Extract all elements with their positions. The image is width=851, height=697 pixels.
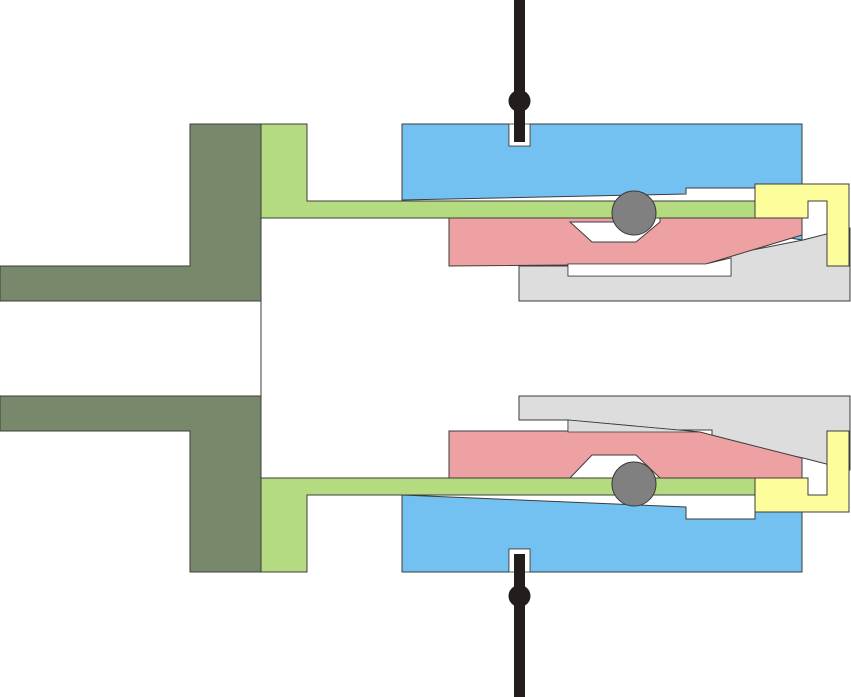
collet-lower-groove <box>567 419 701 433</box>
pin-upper <box>508 0 531 142</box>
pin-upper-knob <box>508 90 531 112</box>
collet-upper-groove <box>567 257 732 277</box>
end-cap-upper <box>754 183 850 267</box>
ball-upper <box>611 190 657 236</box>
pin-upper-shaft <box>514 0 525 142</box>
pin-lower-knob <box>508 585 531 607</box>
body-lower <box>401 494 803 573</box>
flange-part <box>0 123 262 573</box>
pin-lower <box>508 554 531 697</box>
pin-lower-shaft <box>514 554 525 697</box>
ball-lower <box>611 461 657 507</box>
end-cap-lower <box>754 430 850 513</box>
